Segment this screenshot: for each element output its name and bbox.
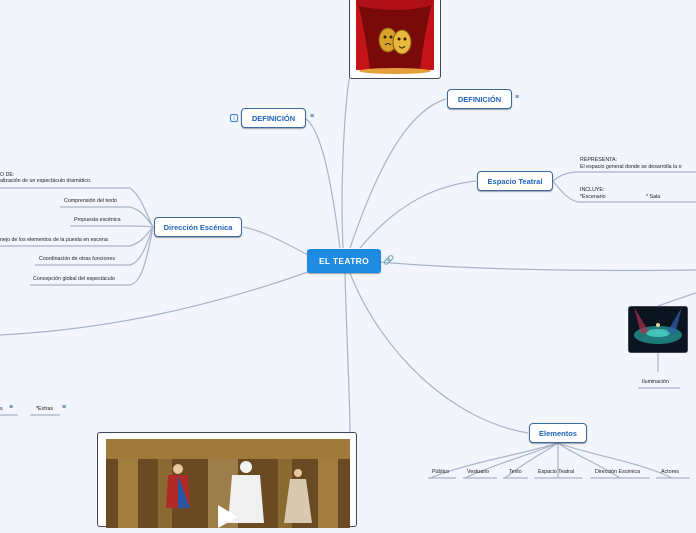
direccion-item: nejo de los elementos de la puesta en es… <box>0 237 108 243</box>
direccion-item: Comprensión del texto <box>64 198 117 204</box>
info-icon[interactable]: i <box>230 114 238 122</box>
espacio-incluye-item1: *Escenario <box>580 194 606 200</box>
iluminacion-label: Iluminación <box>642 379 669 385</box>
link-icon[interactable]: 🔗 <box>383 255 395 265</box>
iluminacion-image[interactable] <box>628 306 688 353</box>
espacio-representa-text: El espacio general donde se desarrolla l… <box>580 164 682 170</box>
notes-menu-icon[interactable]: ≡ <box>310 113 315 120</box>
theatre-curtain-icon <box>356 0 434 74</box>
notes-menu-icon[interactable]: ≡ <box>62 404 67 411</box>
elementos-item: Vestuario <box>467 469 490 475</box>
stage-lighting-icon <box>629 307 687 352</box>
elementos-node[interactable]: Elementos <box>529 423 587 443</box>
definicion-left-node[interactable]: DEFINICIÓN <box>241 108 306 128</box>
espacio-representa-head: REPRESENTA: <box>580 157 617 163</box>
direccion-escenica-node[interactable]: Dirección Escénica <box>154 217 242 237</box>
theatre-masks-image[interactable] <box>349 0 441 79</box>
root-node[interactable]: EL TEATRO <box>307 249 381 273</box>
definicion-right-node[interactable]: DEFINICIÓN <box>447 89 512 109</box>
elementos-item: Dirección Escénica <box>595 469 641 475</box>
direccion-item: Propuesta escénica <box>74 217 121 223</box>
espacio-incluye-head: INCLUYE: <box>580 187 605 193</box>
notes-menu-icon[interactable]: ≡ <box>9 404 14 411</box>
notes-menu-icon[interactable]: ≡ <box>515 94 520 101</box>
mind-map-connectors <box>0 74 696 479</box>
elementos-item: Actores <box>661 469 679 475</box>
elementos-item: Espacio Teatral <box>538 469 575 475</box>
espacio-teatral-node[interactable]: Espacio Teatral <box>477 171 553 191</box>
elementos-item: Texto <box>509 469 522 475</box>
video-thumbnail[interactable] <box>97 432 357 528</box>
direccion-item: Coordinación de otras funciones <box>39 256 115 262</box>
espacio-incluye-item2: * Sala <box>646 194 661 200</box>
left-cut-label: s <box>0 406 3 412</box>
direccion-intro-line2: alización de un espectáculo dramático. <box>0 178 92 184</box>
elementos-item: Público <box>432 469 450 475</box>
theatre-performance-image <box>106 439 350 528</box>
direccion-item: Concepción global del espectáculo <box>33 276 115 282</box>
direccion-intro-line1: O DE: <box>0 172 15 178</box>
extras-label: *Extras <box>36 406 54 412</box>
